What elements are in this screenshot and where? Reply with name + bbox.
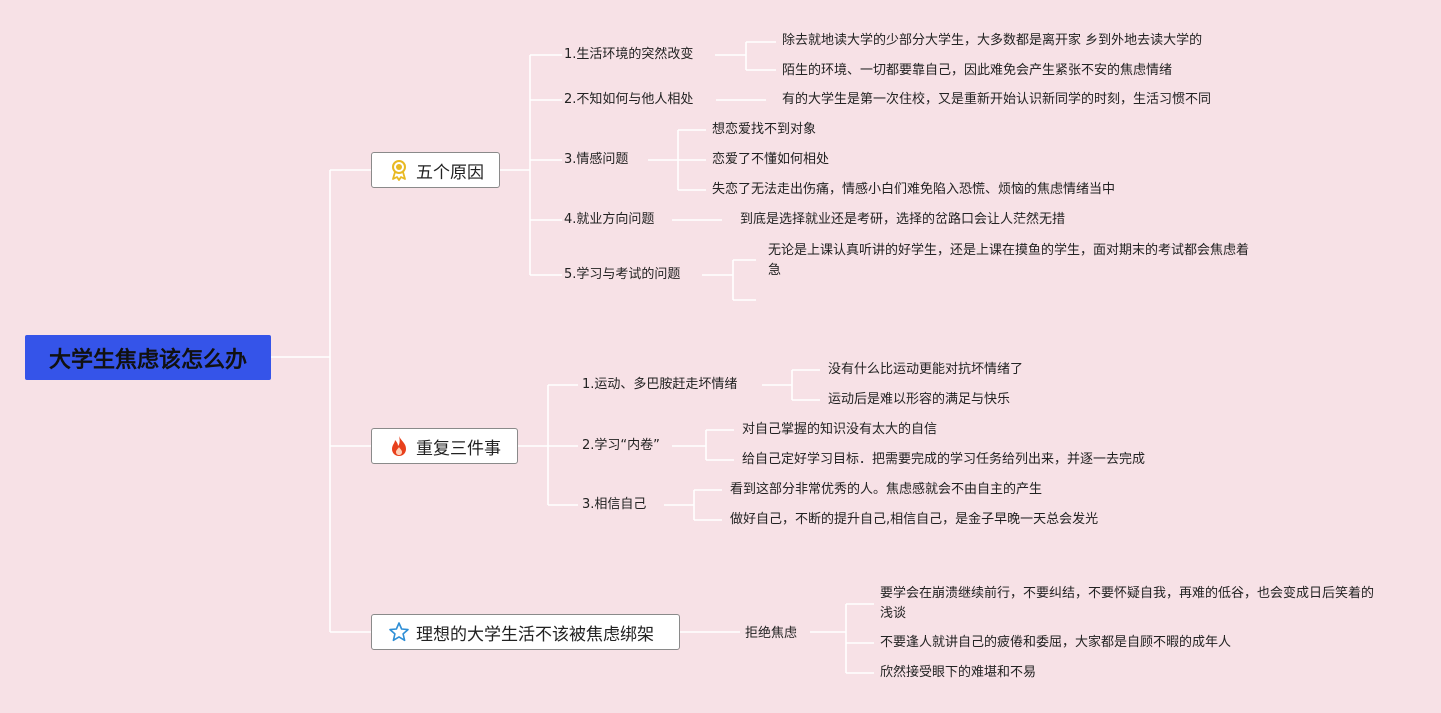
habit-detail: 对自己掌握的知识没有太大的自信 (742, 422, 938, 437)
fire-icon (388, 435, 410, 457)
reason-detail: 恋爱了不懂如何相处 (712, 152, 830, 167)
reason-item[interactable]: 2.不知如何与他人相处 (564, 92, 694, 107)
reason-item[interactable]: 4.就业方向问题 (564, 212, 655, 227)
branch-label: 理想的大学生活不该被焦虑绑架 (416, 624, 654, 645)
reason-detail: 除去就地读大学的少部分大学生，大多数都是离开家 乡到外地去读大学的 (782, 33, 1203, 48)
reason-detail: 想恋爱找不到对象 (712, 122, 817, 137)
award-ribbon-icon (388, 159, 410, 181)
reason-item[interactable]: 3.情感问题 (564, 152, 629, 167)
branch-repeat-three-things[interactable]: 重复三件事 (371, 428, 518, 464)
reason-item[interactable]: 5.学习与考试的问题 (564, 267, 681, 282)
ideal-detail: 不要逢人就讲自己的疲倦和委屈，大家都是自顾不暇的成年人 (880, 635, 1232, 650)
ideal-detail: 要学会在崩溃继续前行，不要纠结，不要怀疑自我，再难的低谷，也会变成日后笑着的浅谈 (880, 586, 1375, 621)
reason-detail: 失恋了无法走出伤痛，情感小白们难免陷入恐慌、烦恼的焦虑情绪当中 (712, 182, 1116, 197)
habit-detail: 没有什么比运动更能对抗坏情绪了 (828, 362, 1024, 377)
reason-detail: 陌生的环境、一切都要靠自己，因此难免会产生紧张不安的焦虑情绪 (782, 63, 1173, 78)
habit-detail: 看到这部分非常优秀的人。焦虑感就会不由自主的产生 (730, 482, 1043, 497)
branch-label: 重复三件事 (416, 438, 501, 459)
ideal-item[interactable]: 拒绝焦虑 (745, 626, 798, 641)
ideal-detail: 欣然接受眼下的难堪和不易 (880, 665, 1037, 680)
habit-detail: 做好自己，不断的提升自己,相信自己，是金子早晚一天总会发光 (730, 512, 1099, 527)
habit-detail: 运动后是难以形容的满足与快乐 (828, 392, 1011, 407)
habit-item[interactable]: 3.相信自己 (582, 497, 647, 512)
branch-label: 五个原因 (416, 162, 484, 183)
reason-detail: 有的大学生是第一次住校，又是重新开始认识新同学的时刻，生活习惯不同 (782, 92, 1212, 107)
reason-item[interactable]: 1.生活环境的突然改变 (564, 47, 694, 62)
habit-detail: 给自己定好学习目标．把需要完成的学习任务给列出来，并逐一去完成 (742, 452, 1146, 467)
star-outline-icon (388, 621, 410, 643)
root-topic[interactable]: 大学生焦虑该怎么办 (25, 335, 271, 380)
habit-item[interactable]: 2.学习“内卷” (582, 438, 660, 453)
habit-item[interactable]: 1.运动、多巴胺赶走坏情绪 (582, 377, 738, 392)
reason-detail: 无论是上课认真听讲的好学生，还是上课在摸鱼的学生，面对期末的考试都会焦虑着急 (768, 243, 1250, 278)
branch-five-reasons[interactable]: 五个原因 (371, 152, 500, 188)
root-title: 大学生焦虑该怎么办 (48, 347, 247, 373)
branch-ideal-college-life[interactable]: 理想的大学生活不该被焦虑绑架 (371, 614, 680, 650)
reason-detail: 到底是选择就业还是考研，选择的岔路口会让人茫然无措 (740, 212, 1066, 227)
